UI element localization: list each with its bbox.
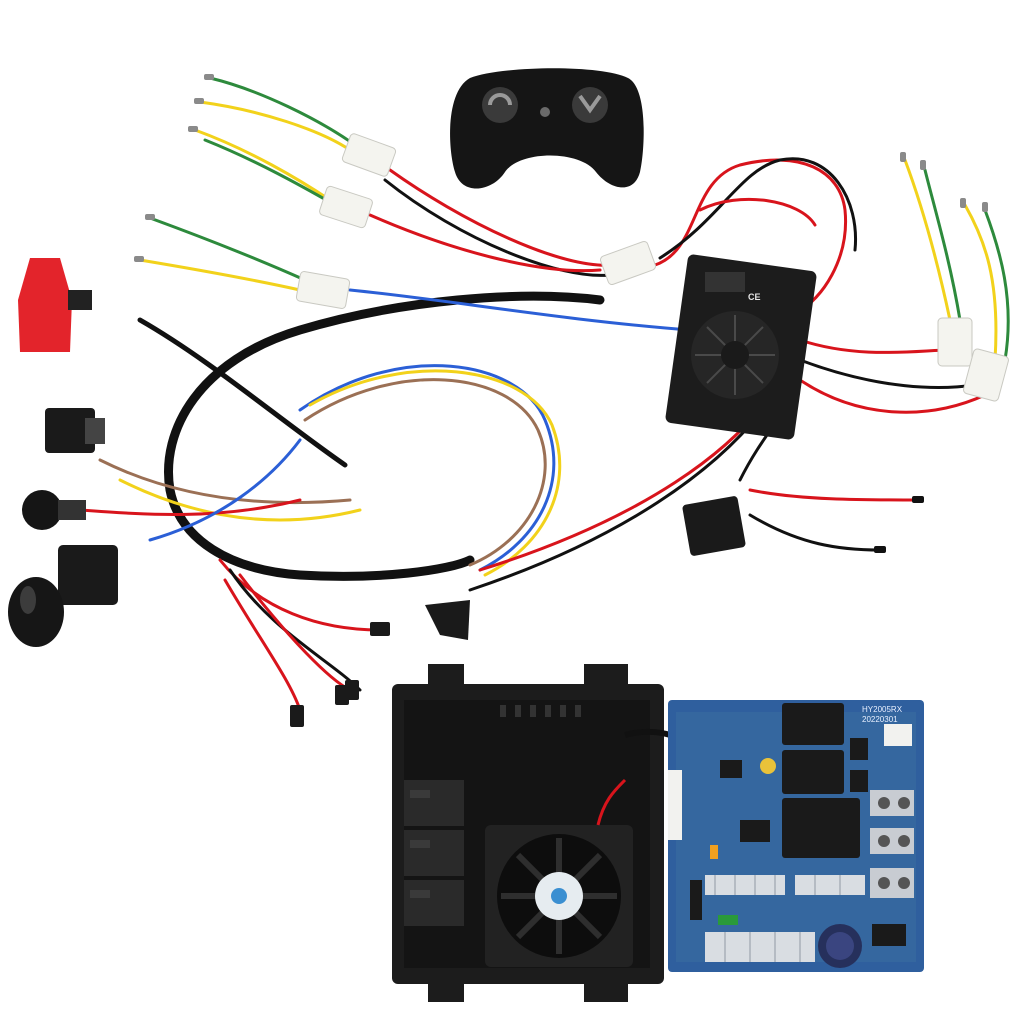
ce-mark: CE (748, 292, 761, 302)
wire-terminals (134, 74, 988, 553)
pin-connectors (290, 622, 390, 727)
pcb-model-label: HY2005RX (862, 705, 903, 714)
gear-shift-switch (8, 545, 118, 647)
round-button (22, 490, 86, 530)
motor-controller-box: CE (665, 254, 817, 440)
white-plug-connectors (295, 133, 1009, 402)
remote-control (450, 68, 644, 189)
red-rocker-switch (18, 258, 92, 352)
joystick-left-icon (482, 87, 518, 123)
pcb-date-label: 20220301 (862, 715, 898, 724)
controller-housing (392, 664, 763, 1002)
small-plug (425, 600, 470, 640)
joystick-right-icon (572, 87, 608, 123)
push-switch (45, 408, 105, 453)
foot-pedal-switch (682, 496, 746, 556)
circuit-board: HY2005RX 20220301 (668, 700, 924, 972)
cooling-fan (485, 825, 633, 967)
